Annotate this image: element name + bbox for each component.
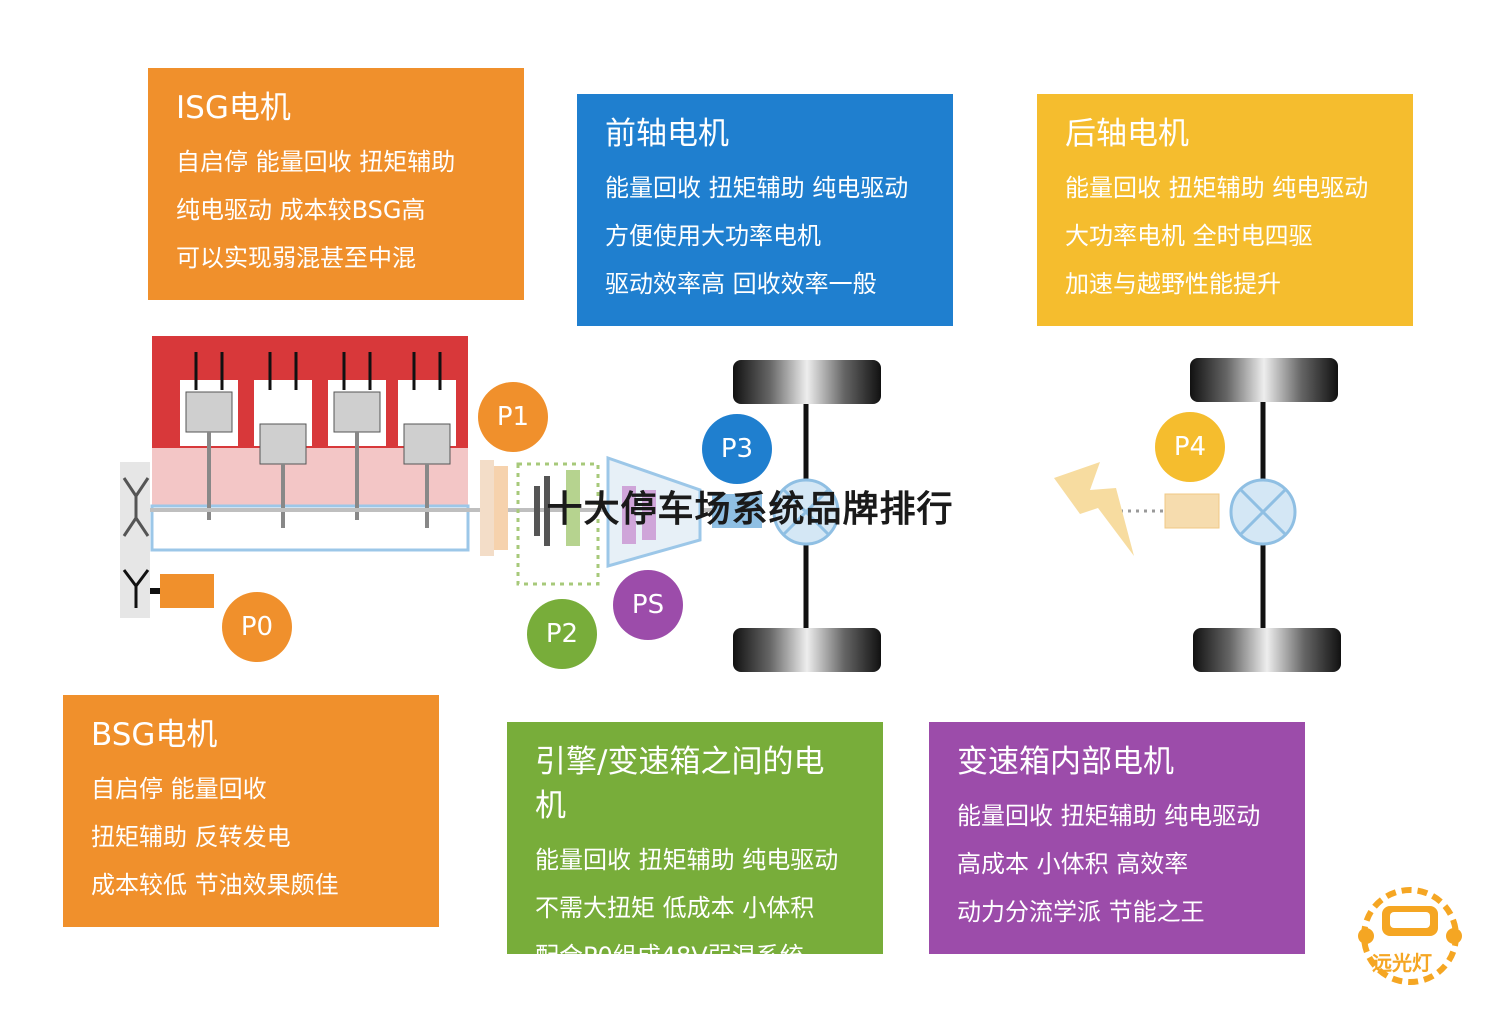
front-axle-motor-card: 前轴电机 能量回收 扭矩辅助 纯电驱动 方便使用大功率电机 驱动效率高 回收效率… (577, 94, 953, 326)
p1-badge: P1 (478, 382, 548, 452)
p2-badge: P2 (527, 599, 597, 669)
rear-card-title: 后轴电机 (1065, 116, 1189, 152)
p4-badge: P4 (1155, 412, 1225, 482)
cylinder (180, 352, 238, 520)
ps-card-title: 变速箱内部电机 (957, 744, 1174, 780)
bsg-card-title: BSG电机 (91, 717, 218, 753)
bsg-card-line: 自启停 能量回收 (91, 775, 267, 803)
cylinder (328, 352, 386, 520)
rear-card-line: 能量回收 扭矩辅助 纯电驱动 (1065, 174, 1369, 202)
watermark-logo (1358, 887, 1462, 985)
cylinder (254, 352, 312, 528)
lightning-icon (1054, 462, 1134, 556)
p2-motor-disc (566, 470, 580, 546)
bsg-motor-card: BSG电机 自启停 能量回收 扭矩辅助 反转发电 成本较低 节油效果颇佳 (63, 695, 439, 927)
rear-card-line: 大功率电机 全时电四驱 (1065, 222, 1313, 250)
p3-badge: P3 (702, 414, 772, 484)
p2-card-line: 能量回收 扭矩辅助 纯电驱动 (535, 846, 839, 874)
isg-motor-card: ISG电机 自启停 能量回收 扭矩辅助 纯电驱动 成本较BSG高 可以实现弱混甚… (148, 68, 524, 300)
ps-motor-disc (642, 490, 656, 540)
ps-motor-disc (622, 486, 636, 544)
rear-wheel (1193, 628, 1341, 672)
p0-badge: P0 (222, 592, 292, 662)
isg-card-line: 自启停 能量回收 扭矩辅助 (176, 148, 456, 176)
front-axle (733, 360, 881, 672)
flywheel (480, 460, 494, 556)
front-card-line: 能量回收 扭矩辅助 纯电驱动 (605, 174, 909, 202)
cylinder (398, 352, 456, 528)
front-card-line: 方便使用大功率电机 (605, 222, 821, 250)
ps-card-line: 高成本 小体积 高效率 (957, 850, 1189, 878)
isg-card-line: 可以实现弱混甚至中混 (176, 244, 416, 272)
ps-card-line: 能量回收 扭矩辅助 纯电驱动 (957, 802, 1261, 830)
p2-motor-card: 引擎/变速箱之间的电机 能量回收 扭矩辅助 纯电驱动 不需大扭矩 低成本 小体积… (507, 722, 883, 970)
watermark-logo-text: 远光灯 (1372, 951, 1432, 975)
belt-pulley (120, 462, 214, 618)
isg-card-title: ISG电机 (176, 90, 291, 126)
clutch-plate (534, 486, 540, 536)
front-wheel (733, 360, 881, 404)
p2-card-title: 引擎/变速箱之间的电机 (535, 744, 825, 824)
ps-motor-card: 变速箱内部电机 能量回收 扭矩辅助 纯电驱动 高成本 小体积 高效率 动力分流学… (929, 722, 1305, 954)
p3-motor-block (712, 494, 762, 528)
p1-motor-disc (494, 466, 508, 550)
p2-card-line: 配合P0组成48V弱混系统 (535, 942, 804, 970)
front-card-line: 驱动效率高 回收效率一般 (605, 270, 877, 298)
overlay-title: 十大停车场系统品牌排行 (546, 489, 954, 530)
rear-wheel (1190, 358, 1338, 402)
bsg-card-line: 扭矩辅助 反转发电 (91, 823, 291, 851)
p4-motor-block (1164, 493, 1220, 529)
rear-axle-motor-card: 后轴电机 能量回收 扭矩辅助 纯电驱动 大功率电机 全时电四驱 加速与越野性能提… (1037, 94, 1413, 326)
p2-dotted-box (516, 462, 600, 586)
ps-card-line: 动力分流学派 节能之王 (957, 898, 1205, 926)
bsg-card-line: 成本较低 节油效果颇佳 (91, 871, 339, 899)
rear-axle (1112, 358, 1341, 672)
p2-card-line: 不需大扭矩 低成本 小体积 (535, 894, 815, 922)
engine-block (150, 336, 470, 552)
clutch-plate (544, 476, 550, 546)
front-wheel (733, 628, 881, 672)
rear-card-line: 加速与越野性能提升 (1065, 270, 1281, 298)
ps-badge: PS (613, 570, 683, 640)
front-card-title: 前轴电机 (605, 116, 729, 152)
isg-card-line: 纯电驱动 成本较BSG高 (176, 196, 426, 224)
